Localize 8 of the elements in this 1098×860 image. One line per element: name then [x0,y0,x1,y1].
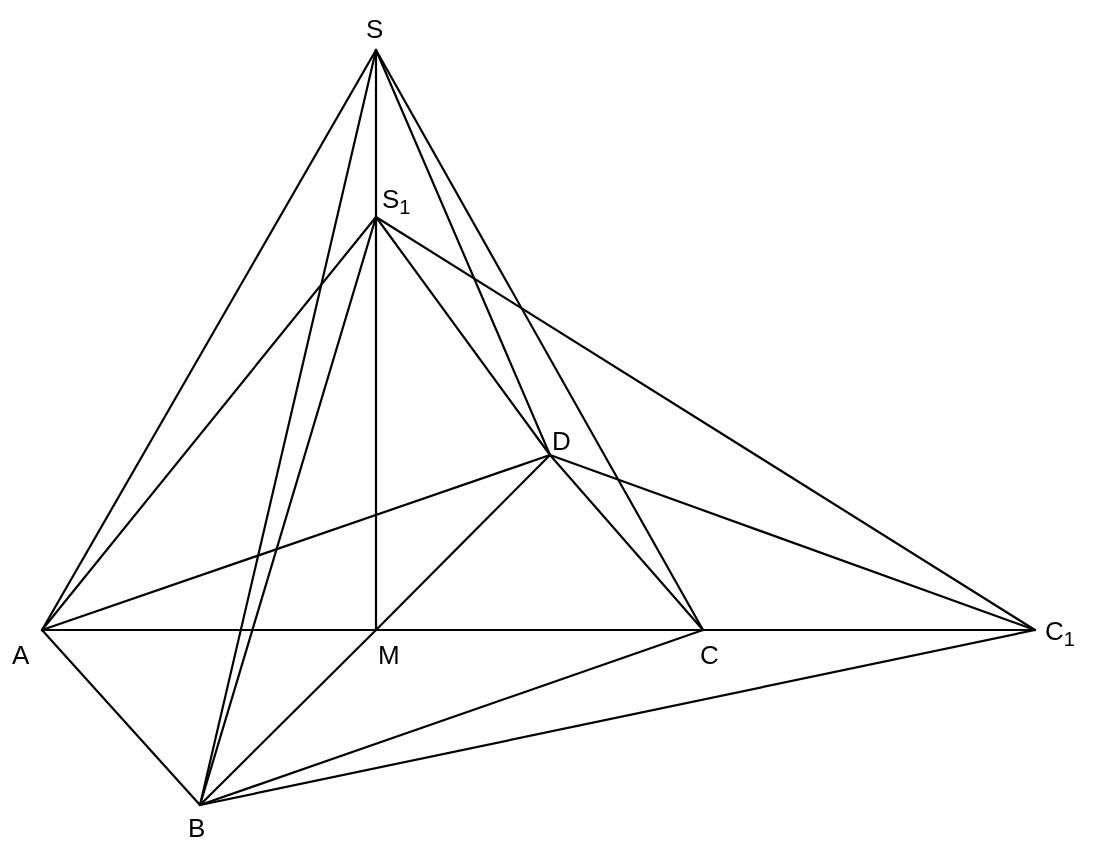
point-label: C [700,642,719,668]
point-label: S [366,16,384,42]
point-label: D [552,428,571,454]
point-label: S$_{1}$ [382,186,411,218]
point-label: C$_{1}$ [1045,618,1075,650]
point-label: B [188,815,206,841]
point-label: A [12,642,30,668]
point-label: M [378,642,400,668]
